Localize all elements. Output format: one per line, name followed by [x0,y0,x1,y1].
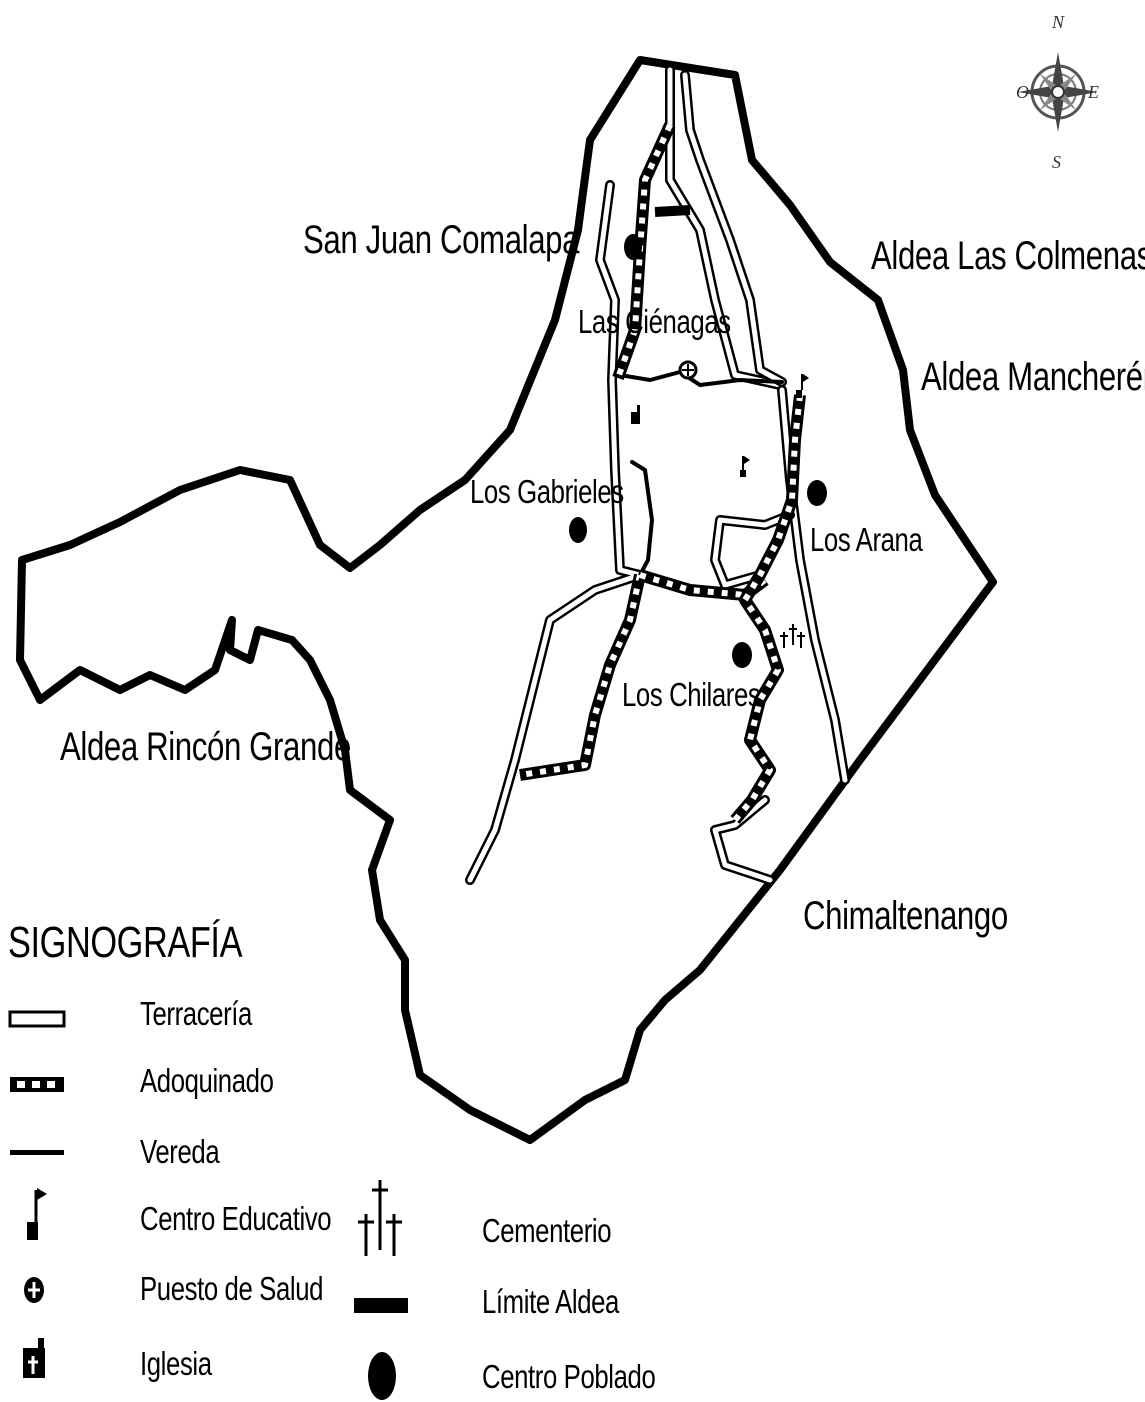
terraceria-road [680,70,787,387]
terraceria-road [665,65,785,390]
adoquinado-road [730,394,806,824]
village-boundary [16,56,997,1144]
region-chimaltenango: Chimaltenango [803,894,1008,938]
compass-west-label: O [1016,82,1029,102]
place-las-cienagas: Las Ciénagas [578,303,731,340]
legend-label-iglesia: Iglesia [140,1345,212,1382]
iglesia-icon [23,1338,45,1378]
centro-poblado-cienagas [624,234,642,260]
centro-poblado-arana [807,480,827,506]
puesto-salud-icon [678,360,698,380]
centro-educativo-icon [740,456,750,477]
region-aldea-mancheren: Aldea Mancherén [921,355,1145,399]
adoquinado-road [654,205,691,217]
centro-poblado-chilares [732,642,752,668]
centro-poblado-gabrieles [569,517,587,543]
vereda-icon [10,1150,64,1155]
centro-educativo-icon [27,1188,47,1240]
puesto-salud-icon [24,1277,44,1303]
region-san-juan-comalapa: San Juan Comalapa [303,218,580,262]
limite-aldea-icon [354,1298,408,1313]
compass-rose-icon [1018,52,1098,132]
adoquinado-icon [10,1077,64,1092]
legend-label-terraceria: Terracería [140,995,252,1032]
terraceria-icon [8,1010,66,1028]
centro-educativo-icon [796,374,809,398]
iglesia-icon [631,405,640,424]
region-aldea-rincon-grande: Aldea Rincón Grande [60,725,351,769]
terraceria-road [710,510,795,590]
legend-label-puesto-salud: Puesto de Salud [140,1270,324,1307]
place-los-chilares: Los Chilares [622,676,761,713]
compass-east-label: E [1088,82,1099,102]
centro-poblado-icon [368,1352,396,1400]
region-aldea-las-colmenas: Aldea Las Colmenas [871,234,1145,278]
cementerio-icon [358,1180,402,1256]
legend-label-cementerio: Cementerio [482,1212,612,1249]
compass-north-label: N [1052,12,1065,32]
legend-label-centro-poblado: Centro Poblado [482,1358,656,1395]
compass-south-label: S [1052,152,1061,172]
legend-title: SIGNOGRAFÍA [8,918,243,967]
legend-label-centro-educativo: Centro Educativo [140,1200,332,1237]
legend-label-vereda: Vereda [140,1133,220,1170]
place-los-gabrieles: Los Gabrieles [470,473,624,510]
vereda-path [630,460,655,577]
place-los-arana: Los Arana [810,521,923,558]
terraceria-road [465,180,645,885]
adoquinado-road [519,573,646,781]
legend-label-adoquinado: Adoquinado [140,1062,274,1099]
cementerio-icon [780,624,805,648]
legend-label-limite-aldea: Límite Aldea [482,1283,619,1320]
